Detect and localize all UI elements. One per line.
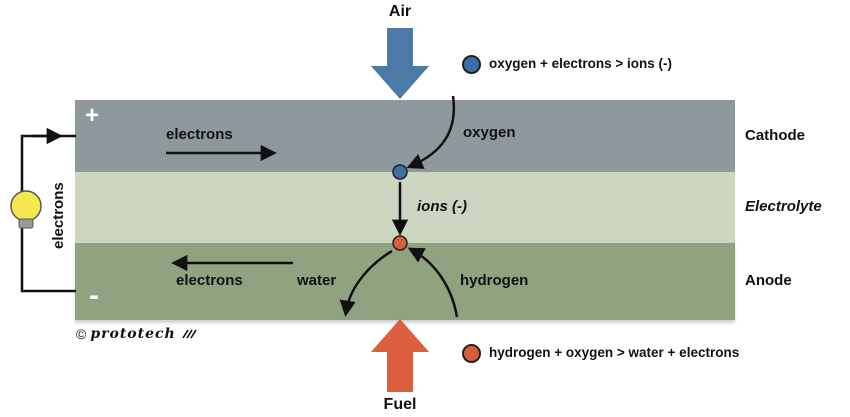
fuel-label: Fuel bbox=[383, 396, 417, 413]
logo-flourish-icon bbox=[182, 329, 197, 339]
legend-anode-reaction: hydrogen + oxygen > water + electrons bbox=[489, 345, 740, 360]
oxygen-flow-arrow bbox=[406, 95, 456, 169]
ions-label: ions (-) bbox=[417, 198, 467, 215]
legend-oxygen-dot-icon bbox=[462, 55, 481, 74]
fuel-arrow bbox=[371, 319, 429, 392]
oxygen-ion-dot bbox=[392, 164, 408, 180]
hydrogen-label: hydrogen bbox=[460, 272, 529, 289]
legend-hydrogen-dot-icon bbox=[462, 344, 481, 363]
minus-terminal: - bbox=[89, 279, 99, 312]
light-bulb-icon bbox=[10, 190, 42, 229]
air-label: Air bbox=[388, 3, 412, 20]
hydrogen-flow-arrow bbox=[407, 247, 459, 318]
cathode-band bbox=[75, 100, 735, 172]
electrons-cathode-label: electrons bbox=[166, 126, 233, 143]
anode-label: Anode bbox=[745, 272, 792, 289]
air-arrow bbox=[371, 28, 429, 99]
water-label: water bbox=[297, 272, 337, 289]
water-flow-arrow bbox=[339, 249, 393, 317]
copyright-icon: © bbox=[76, 326, 87, 342]
logo: © prototech bbox=[76, 326, 198, 342]
electrolyte-label: Electrolyte bbox=[745, 198, 822, 215]
electrons-anode-label: electrons bbox=[176, 272, 243, 289]
cathode-label: Cathode bbox=[745, 127, 805, 144]
plus-terminal: + bbox=[85, 102, 100, 129]
logo-text: prototech bbox=[90, 326, 176, 342]
oxygen-label: oxygen bbox=[463, 124, 516, 141]
electrons-wire-label: electrons bbox=[50, 182, 67, 249]
legend-cathode-reaction: oxygen + electrons > ions (-) bbox=[489, 56, 673, 71]
hydrogen-reaction-dot bbox=[392, 235, 408, 251]
